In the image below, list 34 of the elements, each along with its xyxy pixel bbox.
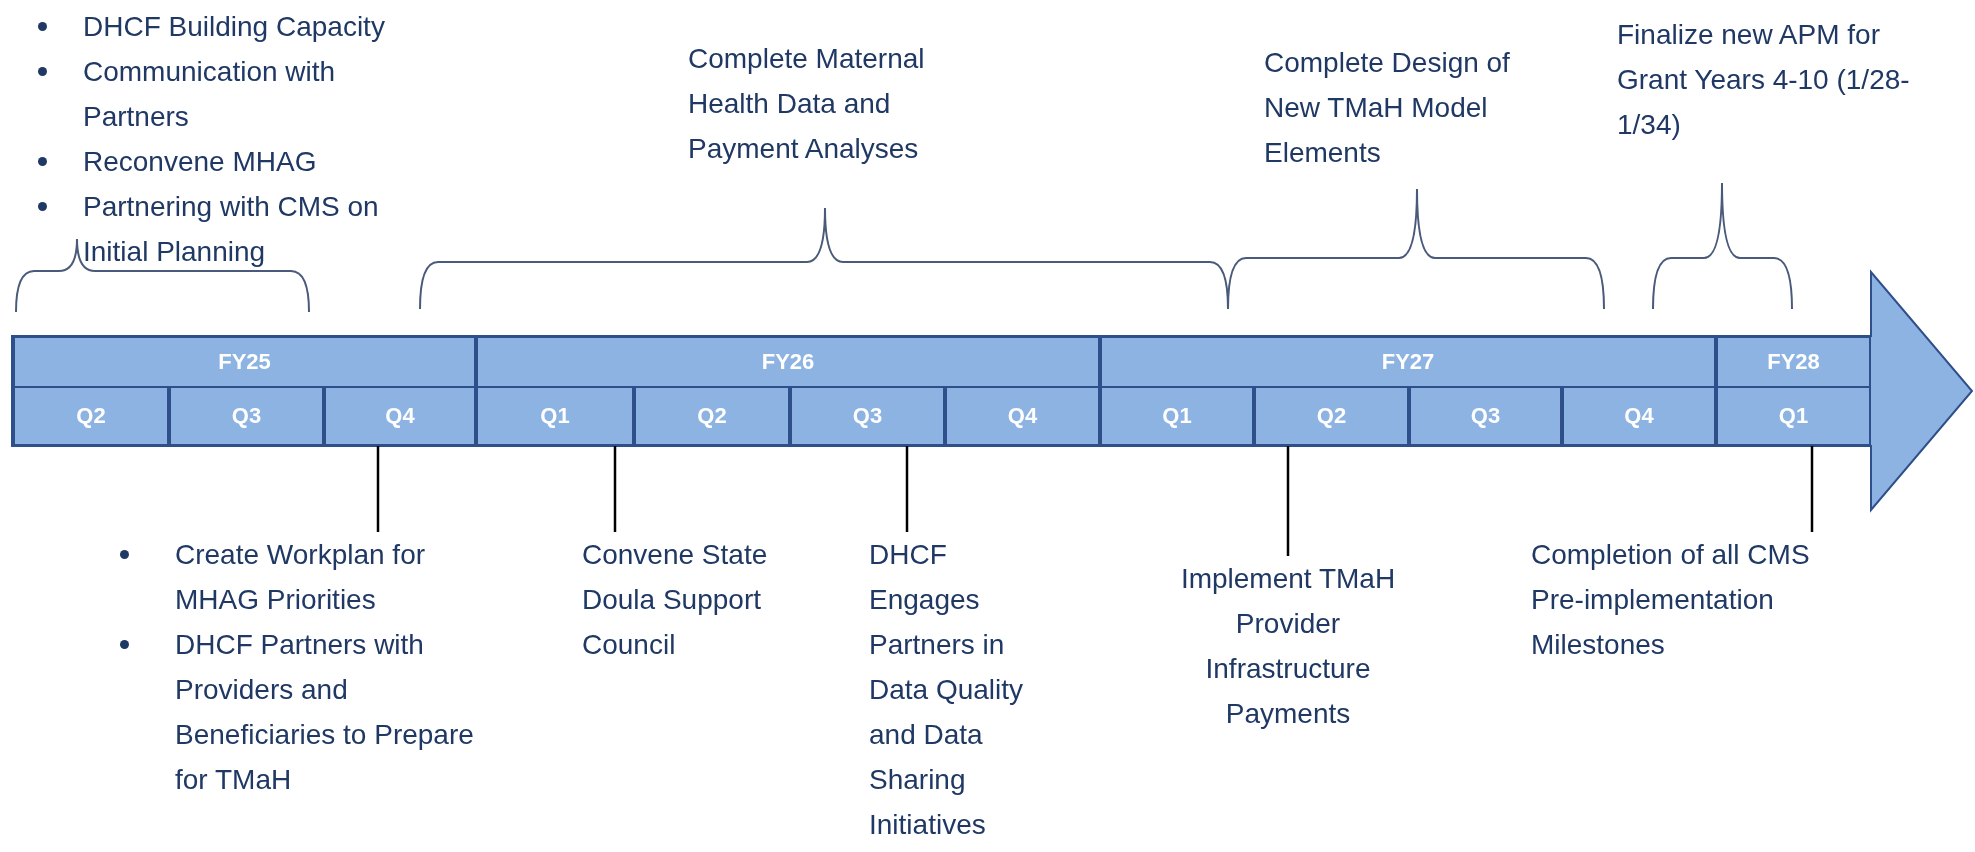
milestone-text: Communication with Partners [83,55,337,134]
fiscal-year-cell: FY28 [1716,336,1871,388]
quarter-cell: Q2 [13,386,169,446]
quarter-cell: Q4 [1562,386,1716,446]
milestone-text: Complete Maternal Health Data and Payment Analyses [688,42,926,166]
milestone-text: DHCF Engages Partners in Data Quality and Data Sharing Initiatives [869,532,1049,847]
quarter-cell: Q3 [169,386,324,446]
quarter-cell: Q2 [1254,386,1409,446]
quarter-cell: Q1 [1100,386,1254,446]
quarter-cell: Q1 [1716,386,1871,446]
quarter-cell: Q3 [790,386,945,446]
quarter-cell: Q2 [634,386,790,446]
milestone-text: Partnering with CMS on Initial Planning [83,190,380,269]
quarter-cell: Q4 [945,386,1100,446]
milestone-text: DHCF Partners with Providers and Beneficiaries to Prepare for TMaH [175,628,475,797]
quarter-cell: Q4 [324,386,476,446]
milestone-text: Convene State Doula Support Council [582,532,812,667]
milestone-text: Reconvene MHAG [83,145,318,179]
milestone-text: Complete Design of New TMaH Model Elements [1264,46,1511,170]
quarter-cell: Q1 [476,386,634,446]
fiscal-year-cell: FY26 [476,336,1100,388]
leader-line [1810,446,1814,532]
leader-line [1286,446,1290,556]
quarter-cell: Q3 [1409,386,1562,446]
fiscal-year-cell: FY27 [1100,336,1716,388]
leader-line [613,446,617,532]
milestone-text: Create Workplan for MHAG Priorities [175,538,427,617]
milestone-text: Implement TMaH Provider Infrastructure Payments [1163,556,1413,736]
fiscal-year-cell: FY25 [13,336,476,388]
milestone-text: Completion of all CMS Pre-implementation Milestones [1531,532,1861,667]
leader-line [905,446,909,532]
leader-line [376,446,380,532]
milestone-text: DHCF Building Capacity [83,10,386,44]
milestone-text: Finalize new APM for Grant Years 4-10 (1/28-1/34) [1617,18,1911,142]
